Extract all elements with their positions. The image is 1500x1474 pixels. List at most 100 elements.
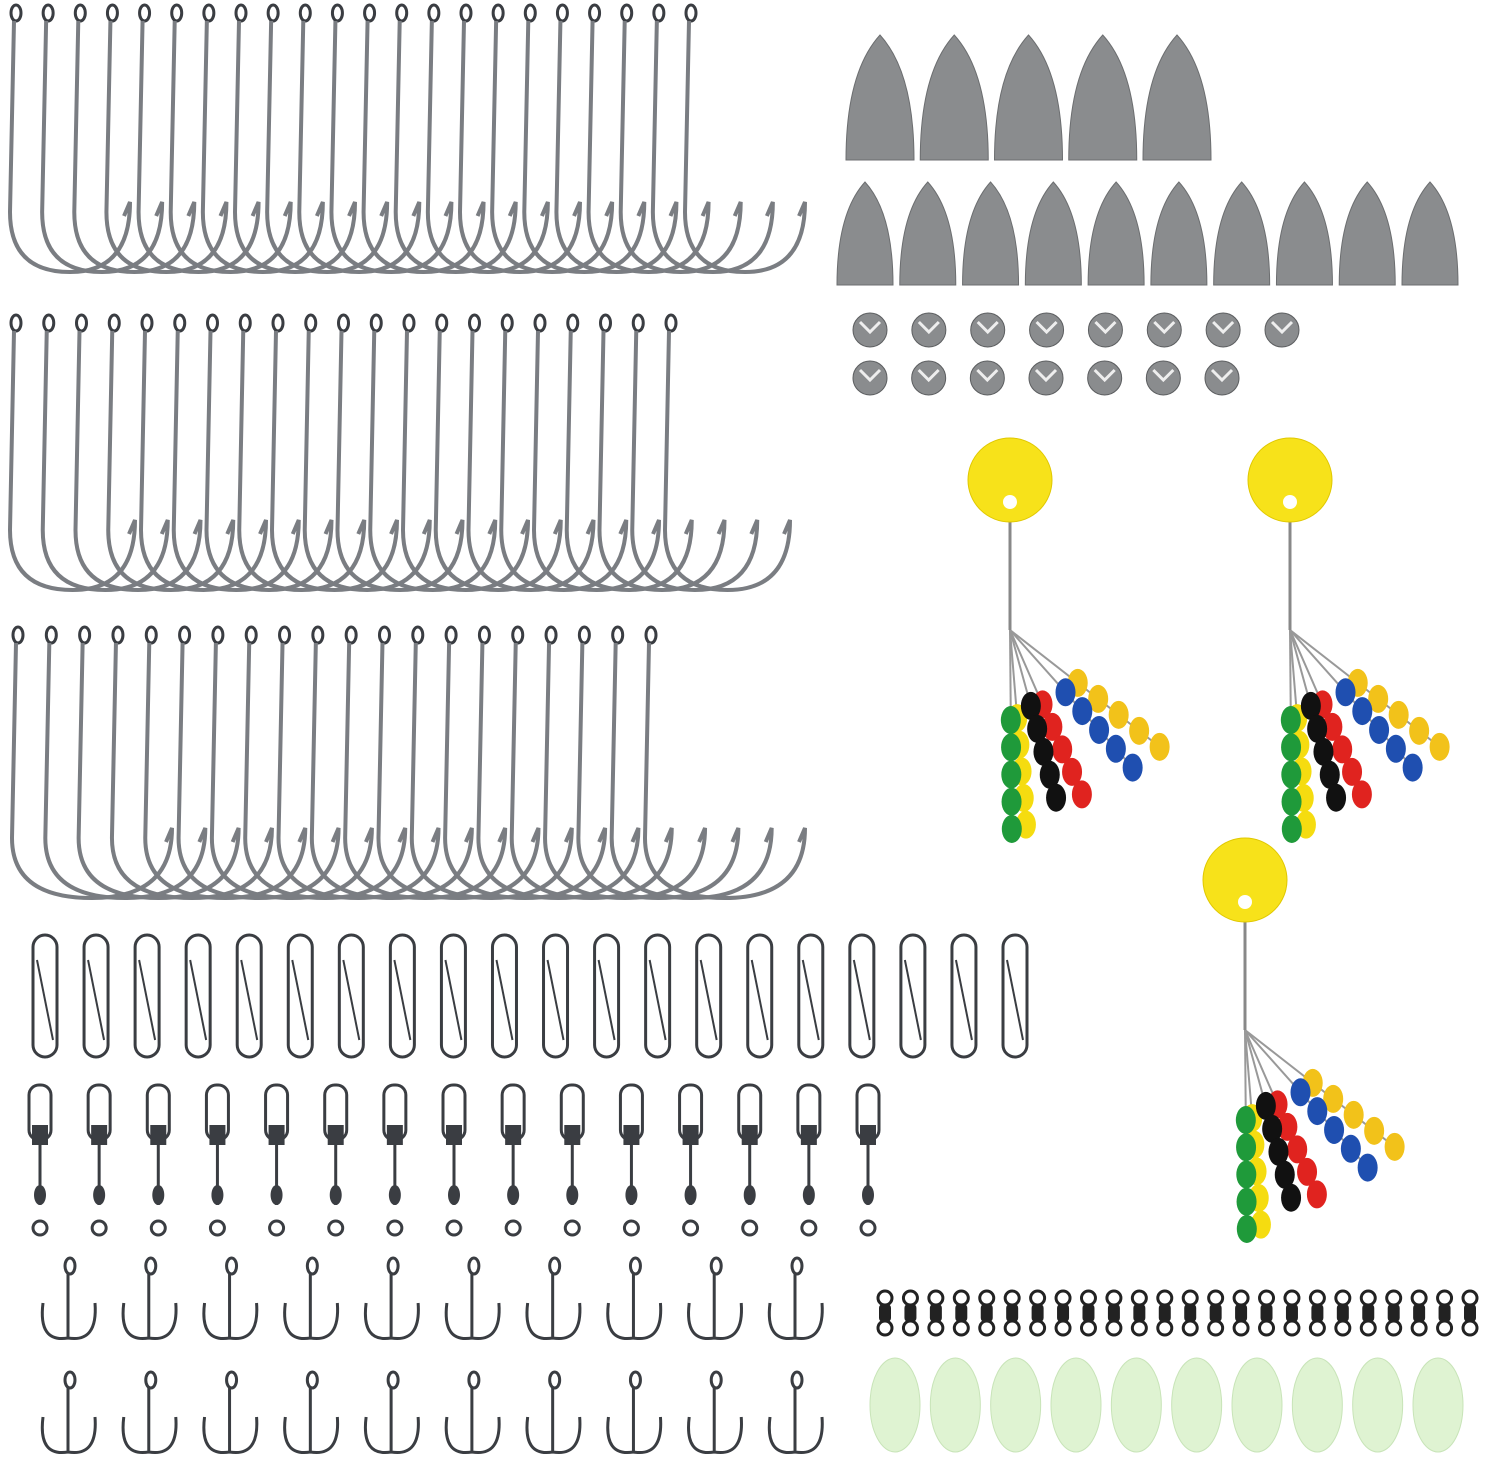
hook: [522, 3, 647, 275]
bead: [1149, 732, 1170, 761]
glow-bead: [1352, 1357, 1404, 1453]
hook: [329, 3, 454, 275]
bead: [1001, 760, 1022, 789]
glow-beads: [869, 1357, 1464, 1453]
bead: [1280, 706, 1301, 735]
bead: [1039, 760, 1060, 789]
bead: [1052, 735, 1073, 764]
hooks-row-2: [7, 313, 792, 593]
hook: [662, 313, 792, 593]
hook: [232, 3, 357, 275]
hook: [168, 3, 293, 275]
bead-stopper: [967, 437, 1170, 843]
hook: [276, 625, 441, 901]
bead: [1277, 1112, 1298, 1141]
bullet-weight: [899, 181, 957, 286]
bead: [1297, 1157, 1318, 1186]
snap: [133, 933, 161, 1059]
snap: [593, 933, 621, 1059]
snap: [797, 933, 825, 1059]
hook: [136, 3, 261, 275]
hook: [425, 3, 550, 275]
hook: [361, 3, 486, 275]
hook: [376, 625, 541, 901]
hook: [269, 313, 399, 593]
bullet-weight: [1338, 181, 1396, 286]
bead: [1055, 678, 1076, 707]
hook: [72, 3, 197, 275]
snap: [848, 933, 876, 1059]
bead: [1388, 700, 1409, 729]
bead: [1343, 1100, 1364, 1129]
hook: [433, 313, 563, 593]
bead: [1322, 712, 1343, 741]
hook: [466, 313, 596, 593]
hook: [302, 313, 432, 593]
treble-hook: [363, 1256, 420, 1341]
hook: [490, 3, 615, 275]
bead: [1001, 814, 1022, 843]
hook: [171, 313, 301, 593]
hooks-row-3: [9, 625, 807, 901]
hook: [9, 625, 174, 901]
hook: [335, 313, 465, 593]
treble-hook: [444, 1370, 501, 1455]
bullet-weight: [1401, 181, 1459, 286]
hook: [409, 625, 574, 901]
treble-hook: [606, 1256, 663, 1341]
bead: [1089, 715, 1110, 744]
snap: [388, 933, 416, 1059]
hook: [200, 3, 325, 275]
bead: [1062, 757, 1083, 786]
treble-hook: [363, 1370, 420, 1455]
snap: [644, 933, 672, 1059]
bead: [1384, 1132, 1405, 1161]
bead: [1281, 787, 1302, 816]
bullet-weight: [1068, 34, 1138, 161]
treble-hook: [121, 1256, 178, 1341]
hook: [531, 313, 661, 593]
bead: [1020, 691, 1041, 720]
split-shot-row-1: [852, 312, 1300, 348]
hook: [476, 625, 641, 901]
barrel-swivels: [876, 1289, 1479, 1337]
treble-hook: [283, 1256, 340, 1341]
glow-bead: [869, 1357, 921, 1453]
hook: [564, 313, 694, 593]
glow-bead: [1412, 1357, 1464, 1453]
bead: [1236, 1160, 1257, 1189]
treble-hook: [767, 1256, 824, 1341]
treble-hook: [687, 1256, 743, 1341]
bead: [1357, 1153, 1378, 1182]
snap: [950, 933, 978, 1059]
bullet-weights-small: [836, 181, 1459, 286]
bead: [1108, 700, 1129, 729]
snap: [490, 933, 518, 1059]
snap: [1001, 933, 1029, 1059]
bead: [1332, 735, 1353, 764]
treble-hook: [606, 1370, 663, 1455]
snap: [31, 933, 59, 1059]
snap: [82, 933, 110, 1059]
hook: [400, 313, 530, 593]
bullet-weight: [845, 34, 915, 161]
snap: [746, 933, 774, 1059]
snap: [337, 933, 365, 1059]
snap: [439, 933, 467, 1059]
hook: [138, 313, 268, 593]
bead: [1236, 1214, 1257, 1243]
bullet-weight: [1142, 34, 1212, 161]
hook: [393, 3, 518, 275]
bead: [1071, 780, 1092, 809]
glow-bead: [1110, 1357, 1162, 1453]
treble-hook: [687, 1370, 743, 1455]
bullet-weight: [1024, 181, 1082, 286]
bead: [1235, 1106, 1256, 1135]
bead: [1281, 733, 1302, 762]
bead: [1429, 732, 1450, 761]
hook: [104, 3, 229, 275]
hook: [443, 625, 608, 901]
hook: [509, 625, 674, 901]
hook: [106, 313, 236, 593]
hook: [176, 625, 341, 901]
